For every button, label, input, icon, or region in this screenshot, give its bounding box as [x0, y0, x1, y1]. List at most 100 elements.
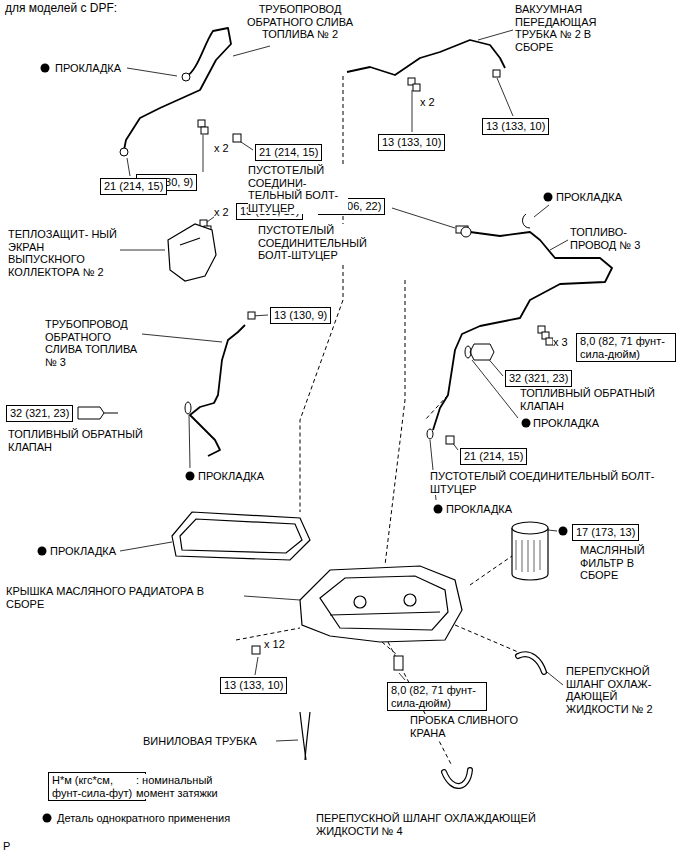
- oil-cooler-cover: [300, 566, 462, 642]
- torque-box: 13 (133, 10): [482, 118, 549, 135]
- leader-line: [189, 415, 190, 468]
- bolt: [248, 312, 255, 319]
- torque-value: 13 (133, 10): [382, 136, 441, 149]
- leader-line: [534, 205, 549, 217]
- part-name: МАСЛЯНЫЙ ФИЛЬТР В СБОРЕ: [580, 544, 670, 582]
- leader-line: [233, 46, 270, 56]
- single-use-dot: [41, 64, 50, 73]
- single-use-dot: [43, 814, 52, 823]
- leader-line: [412, 90, 413, 132]
- part-name: ВИНИЛОВАЯ ТРУБКА: [143, 735, 273, 748]
- torque-box: 8,0 (82, 71 фунт-сила-дюйм): [387, 682, 487, 711]
- torque-box: 21 (214, 15): [100, 178, 167, 195]
- part-name: ПРОКЛАДКА: [556, 191, 622, 204]
- part-name: ПРОКЛАДКА: [50, 545, 116, 558]
- part-name: ПУСТОТЕЛЫЙ СОЕДИНИТЕЛЬНЫЙ БОЛТ-ШТУЦЕР: [258, 224, 370, 262]
- part-name: ПЕРЕПУСКНОЙ ШЛАНГ ОХЛАЖ- ДАЮЩЕЙ ЖИДКОСТИ…: [566, 665, 678, 715]
- legend-entry: Деталь однократного применения: [57, 812, 230, 825]
- fuel-pipe: [347, 40, 505, 75]
- gasket-ring: [185, 402, 191, 414]
- torque-value: 13 (130, 9): [274, 309, 327, 322]
- part-name: ВАКУУМНАЯ ПЕРЕДАЮЩАЯ ТРУБКА № 2 В СБОРЕ: [515, 3, 615, 53]
- torque-box: 32 (321, 23): [6, 405, 73, 422]
- leader-line: [120, 250, 165, 251]
- part-name: ПРОКЛАДКА: [198, 470, 264, 483]
- leader-line: [276, 740, 298, 741]
- coolant-hose: [518, 654, 544, 672]
- torque-value: 8,0 (82, 71 фунт-сила-дюйм): [580, 335, 672, 360]
- leader-line: [392, 208, 455, 228]
- torque-value: 13 (133, 10): [486, 120, 545, 133]
- oil-cooler-gasket: [180, 519, 302, 553]
- bolt: [446, 436, 454, 444]
- quantity-mark: x 12: [264, 638, 285, 651]
- assembly-line: [455, 625, 518, 652]
- bolt: [120, 148, 128, 156]
- torque-value: Н*м (кгс*см, фунт-сила-фут): [52, 774, 142, 799]
- part-name: ТРУБОПРОВОД ОБРАТНОГО СЛИВА ТОПЛИВА № 2: [240, 3, 360, 41]
- single-use-dot: [434, 505, 443, 514]
- leader-line: [478, 30, 513, 40]
- bolt: [413, 84, 420, 91]
- torque-value: 8,0 (82, 71 фунт-сила-дюйм): [391, 684, 483, 709]
- torque-value: 32 (321, 23): [509, 372, 568, 385]
- assembly-line: [236, 76, 518, 766]
- torque-value: 21 (214, 15): [464, 450, 523, 463]
- oil-cooler-gasket: [172, 512, 310, 560]
- bolt: [546, 338, 553, 345]
- torque-value: 21 (214, 15): [104, 180, 163, 193]
- leader-line: [120, 30, 568, 741]
- part-name: ПЕРЕПУСКНОЙ ШЛАНГ ОХЛАЖДАЮЩЕЙ ЖИДКОСТИ №…: [316, 812, 596, 837]
- bolt: [233, 134, 241, 142]
- leader-line: [120, 542, 172, 551]
- torque-value: 13 (133, 10): [224, 679, 283, 692]
- oil-cooler-cover: [404, 594, 416, 606]
- torque-box: 8,0 (82, 71 фунт-сила-дюйм): [576, 333, 676, 362]
- leader-line: [472, 360, 518, 418]
- part-name: ТЕПЛОЗАЩИТ- НЫЙ ЭКРАН ВЫПУСКНОГО КОЛЛЕКТ…: [8, 228, 120, 278]
- heat-shield: [180, 238, 200, 245]
- leader-line: [399, 673, 405, 680]
- torque-box: 32 (321, 23): [505, 370, 572, 387]
- oil-filter: [516, 540, 540, 572]
- leader-line: [548, 530, 557, 531]
- leader-line: [550, 240, 568, 250]
- bolt: [182, 73, 190, 81]
- gasket-ring: [427, 429, 433, 439]
- oil-cooler-cover: [330, 612, 440, 615]
- single-use-dot: [186, 472, 195, 481]
- part-name: ТОПЛИВНЫЙ ОБРАТНЫЙ КЛАПАН: [520, 387, 670, 412]
- oil-cooler-gasket: [172, 512, 310, 560]
- torque-value: 21 (214, 15): [259, 146, 318, 159]
- oil-filter: [512, 528, 548, 580]
- torque-value: 32 (321, 23): [10, 407, 69, 420]
- vinyl-tube: [300, 712, 310, 760]
- part-name: ТРУБОПРОВОД ОБРАТНОГО СЛИВА ТОПЛИВА № 3: [45, 318, 141, 368]
- legend-torque-box: Н*м (кгс*см, фунт-сила-фут): [48, 772, 146, 801]
- heat-shield: [168, 224, 216, 281]
- part-name: ПРОКЛАДКА: [533, 417, 599, 430]
- assembly-line: [300, 76, 343, 512]
- leader-line: [142, 334, 222, 342]
- torque-box: 21 (214, 15): [255, 144, 322, 161]
- part-name: КРЫШКА МАСЛЯНОГО РАДИАТОРА В СБОРЕ: [6, 585, 242, 610]
- coolant-hose: [444, 770, 470, 786]
- gasket-ring: [523, 214, 530, 228]
- fuel-pipe: [124, 28, 231, 150]
- part-name: ПРОКЛАДКА: [55, 62, 121, 75]
- oil-filter: [512, 522, 548, 580]
- oil-cooler-cover: [300, 566, 462, 642]
- part-name: ПУСТОТЕЛЫЙ СОЕДИНИТЕЛЬНЫЙ БОЛТ-ШТУЦЕР: [430, 470, 680, 495]
- single-use-dot: [559, 527, 568, 536]
- single-use-dot: [38, 547, 47, 556]
- assembly-line: [385, 280, 405, 565]
- heat-shield: [168, 224, 216, 281]
- quantity-mark: x 2: [214, 206, 229, 219]
- legend-text: Деталь однократного применения: [57, 812, 230, 824]
- quantity-mark: P: [3, 840, 10, 853]
- gasket-ring: [185, 214, 530, 439]
- bolt: [198, 120, 205, 127]
- quantity-mark: x 2: [214, 142, 229, 155]
- coolant-hose: [518, 654, 544, 672]
